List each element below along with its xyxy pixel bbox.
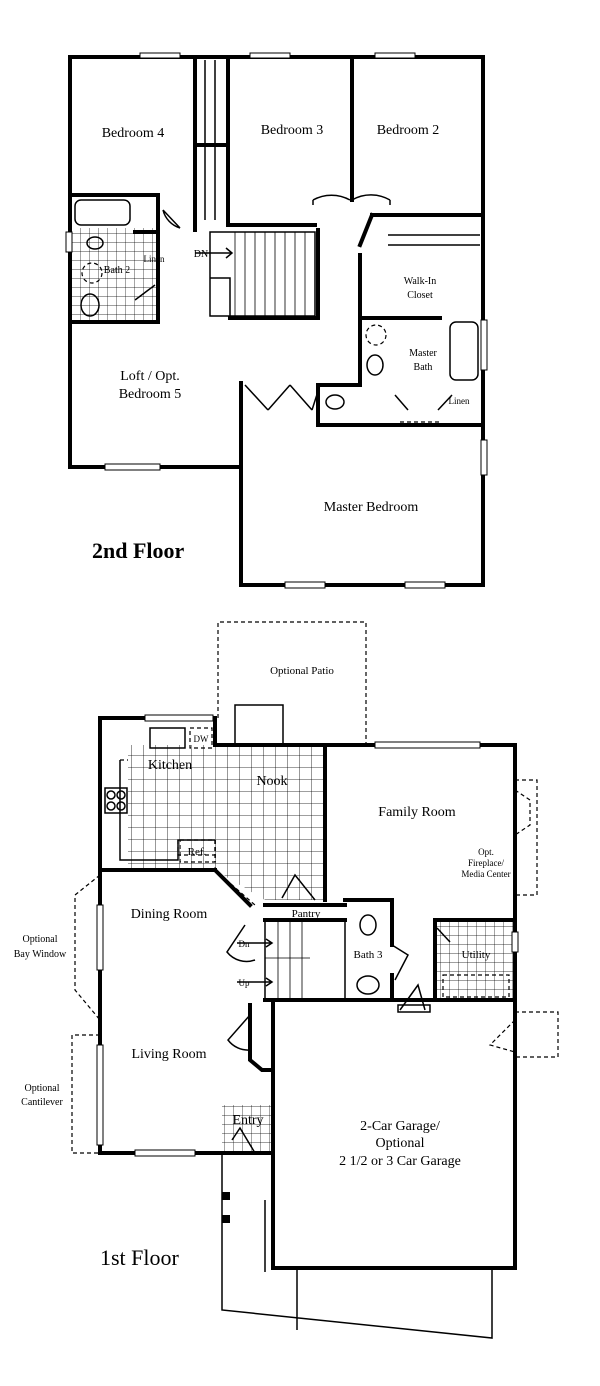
- room-label-bedroom-2: Bedroom 2: [377, 123, 440, 138]
- cantilever-label-line1: Optional: [25, 1083, 60, 1094]
- room-label-garage-line3: 2 1/2 or 3 Car Garage: [339, 1154, 461, 1169]
- refrigerator-label: Ref.: [188, 846, 207, 858]
- toilet-icon: [325, 394, 345, 410]
- room-label-nook: Nook: [256, 774, 287, 789]
- sink-icon: [356, 975, 380, 995]
- toilet-icon: [80, 293, 100, 317]
- entry-tile-floor: [222, 1105, 272, 1153]
- windows: [65, 52, 488, 589]
- linen-label: Linen: [449, 396, 470, 406]
- windows: [96, 714, 519, 1157]
- room-label-dining-room: Dining Room: [131, 907, 208, 922]
- second-floor-exterior-walls: [68, 55, 485, 587]
- optional-patio: [217, 621, 367, 745]
- interior-walls: [68, 55, 485, 469]
- room-label-master-bath-line2: Bath: [414, 362, 433, 373]
- dishwasher-label: DW: [194, 734, 209, 744]
- optional-cantilever: [71, 1034, 100, 1154]
- stairs-1st: [237, 919, 346, 1001]
- room-label-garage-line1: 2-Car Garage/: [360, 1119, 440, 1134]
- cantilever-label-line2: Cantilever: [21, 1097, 63, 1108]
- dishwasher: [189, 727, 213, 749]
- room-label-utility: Utility: [462, 949, 491, 961]
- room-label-walk-in-closet-line2: Closet: [407, 290, 433, 301]
- second-floor-plan: Bedroom 4 Bedroom 3 Bedroom 2 DN Linen B…: [65, 52, 488, 589]
- kitchen-nook-tile-floor: [128, 745, 325, 900]
- room-label-pantry: Pantry: [292, 908, 321, 920]
- bay-window-label-line1: Optional: [23, 934, 58, 945]
- stairs-up-label: Up: [239, 978, 250, 988]
- floor-title-2nd: 2nd Floor: [92, 538, 185, 563]
- utility-tile-floor: [437, 922, 513, 998]
- fireplace-label-line3: Media Center: [461, 869, 510, 879]
- room-label-bedroom-3: Bedroom 3: [261, 123, 324, 138]
- fireplace-label-line1: Opt.: [478, 847, 494, 857]
- room-label-loft-line1: Loft / Opt.: [120, 369, 180, 384]
- bathtub-icon: [74, 199, 131, 226]
- first-floor-plan: Optional Patio DW Kitchen Nook Family Ro…: [14, 621, 559, 1339]
- room-label-entry: Entry: [232, 1113, 263, 1128]
- refrigerator: [179, 839, 216, 863]
- room-label-bath-3: Bath 3: [353, 949, 383, 961]
- room-label-loft-line2: Bedroom 5: [119, 387, 182, 402]
- washer-dryer: [442, 974, 510, 998]
- toilet-icon: [366, 354, 384, 376]
- sink-icon: [81, 262, 103, 284]
- room-label-bedroom-4: Bedroom 4: [102, 126, 165, 141]
- room-label-bath-2: Bath 2: [104, 265, 130, 276]
- room-label-garage-line2: Optional: [376, 1136, 425, 1151]
- room-label-walk-in-closet-line1: Walk-In: [404, 276, 437, 287]
- bathtub-icon: [449, 321, 479, 381]
- bay-window-label-line2: Bay Window: [14, 949, 67, 960]
- room-label-master-bedroom: Master Bedroom: [324, 500, 419, 515]
- stove-icon: [104, 787, 128, 814]
- room-label-family-room: Family Room: [378, 805, 456, 820]
- optional-garage-extension: [488, 1011, 559, 1058]
- toilet-icon: [359, 914, 377, 936]
- toilet-icon: [86, 236, 104, 250]
- optional-fireplace: [514, 779, 538, 896]
- room-label-kitchen: Kitchen: [148, 758, 192, 773]
- fixtures-2nd: [74, 199, 479, 423]
- driveway: [221, 1153, 493, 1339]
- optional-bay-window: [74, 874, 101, 1021]
- sink-icon: [365, 324, 387, 346]
- kitchen-sink-icon: [149, 727, 186, 749]
- fixtures-1st: [71, 727, 559, 1339]
- stairs-down-label: Dn: [239, 939, 250, 949]
- doors-1st: [226, 873, 451, 1154]
- room-label-master-bath-line1: Master: [409, 348, 437, 359]
- floor-title-1st: 1st Floor: [100, 1245, 180, 1270]
- linen-label: Linen: [144, 254, 165, 264]
- doors-2nd: [134, 194, 453, 411]
- room-label-optional-patio: Optional Patio: [270, 665, 334, 677]
- patio-step: [234, 704, 284, 746]
- stairs-down-label: DN: [194, 249, 208, 260]
- room-label-living-room: Living Room: [131, 1047, 206, 1062]
- stairs-2nd: [195, 231, 316, 317]
- fireplace-label-line2: Fireplace/: [468, 858, 504, 868]
